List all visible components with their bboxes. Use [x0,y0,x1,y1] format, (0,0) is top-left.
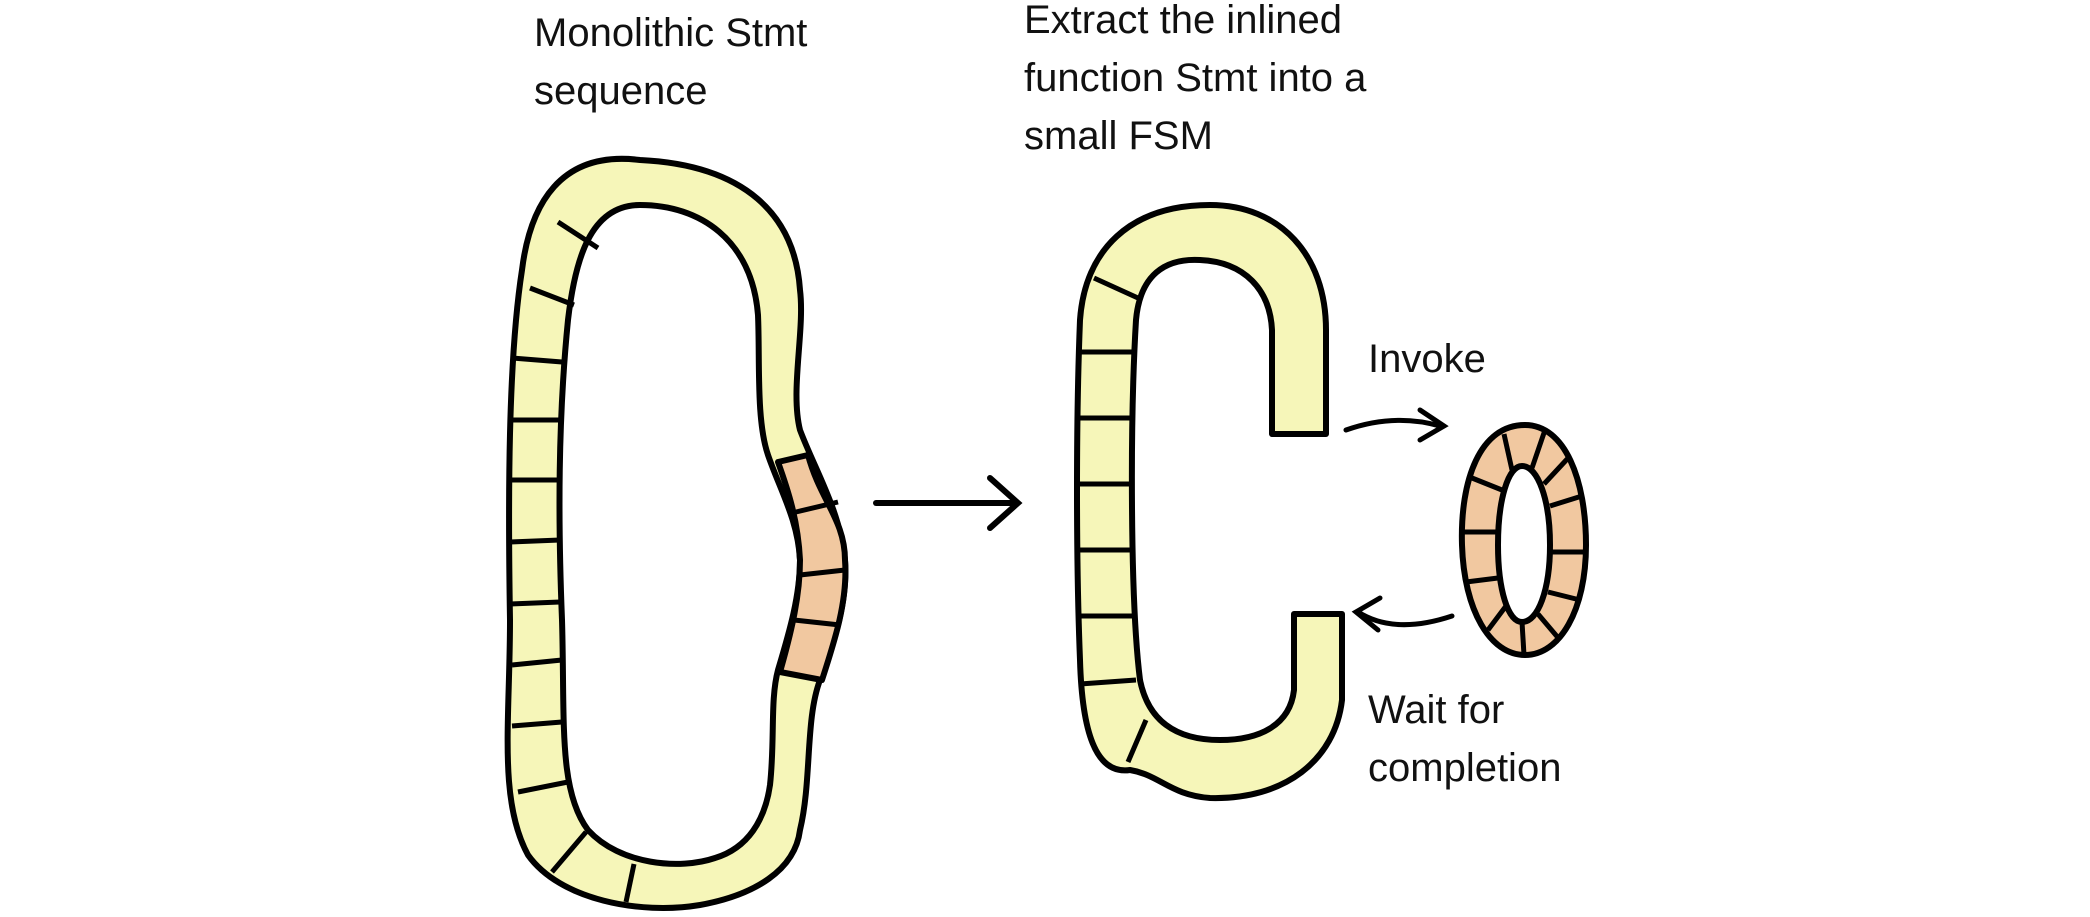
c-shape-band [1074,202,1345,802]
wait-label-line-2: completion [1368,746,1562,790]
small-fsm-segment-dividers [1462,429,1586,656]
monolithic-label-line-1: Monolithic Stmt [534,11,808,55]
monolithic-label: Monolithic Stmt sequence [534,4,807,120]
extract-label-line-3: small FSM [1024,114,1213,158]
invoke-label: Invoke [1368,330,1486,388]
monolithic-segment-dividers [509,219,846,903]
invoke-arrow [1343,407,1449,443]
invoke-label-text: Invoke [1368,337,1486,381]
monolithic-label-line-2: sequence [534,69,708,113]
c-shape-segment-dividers [1078,275,1149,763]
inlined-function-segment [775,452,849,683]
extract-label: Extract the inlined function Stmt into a… [1024,0,1366,165]
extract-label-line-1: Extract the inlined [1024,0,1342,42]
wait-label-line-1: Wait for [1368,688,1505,732]
wait-label: Wait for completion [1368,681,1561,797]
monolithic-stmt-loop [504,155,849,911]
monolithic-loop-band [504,155,849,911]
extract-label-line-2: function Stmt into a [1024,56,1367,100]
return-arrow [1351,595,1455,633]
small-fsm-ring [1458,421,1590,659]
transform-arrow [873,475,1023,531]
extracted-stmt-c-shape [1074,202,1345,802]
